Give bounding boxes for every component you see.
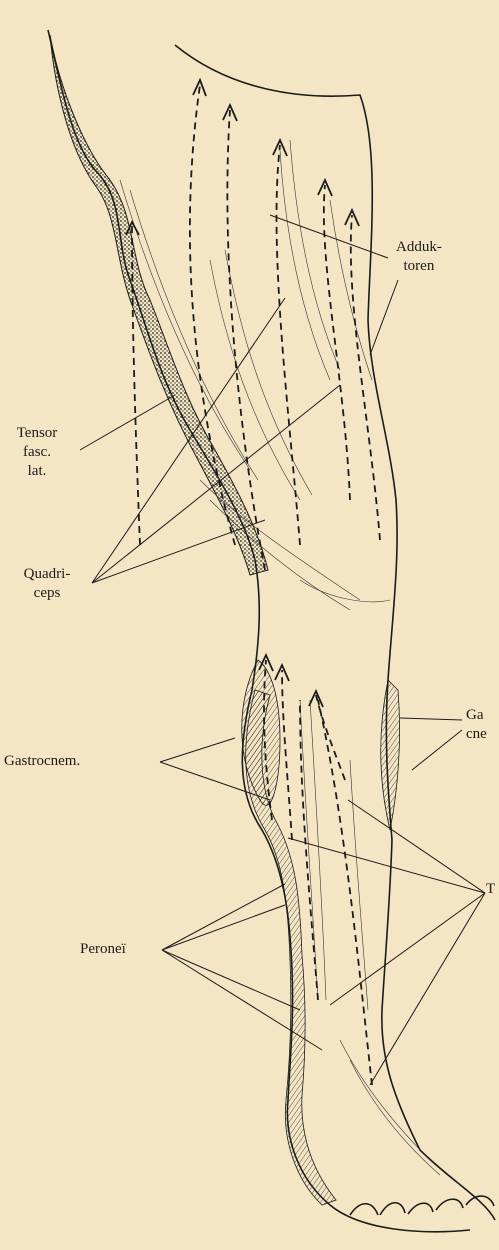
label-tibialis-right: T — [486, 880, 495, 899]
label-tensor-fasc-lat: Tensor fasc. lat. — [4, 424, 70, 481]
label-peronei: Peroneï — [80, 940, 126, 959]
label-gastrocnem-right: Ga cne — [466, 706, 487, 744]
label-adduktoren: Adduk- toren — [396, 238, 442, 276]
medial-calf-shading — [381, 680, 400, 830]
label-gastrocnem-left: Gastrocnem. — [4, 752, 80, 771]
direction-arrows — [132, 85, 380, 1085]
label-quadriceps: Quadri- ceps — [4, 565, 90, 603]
leader-lines — [80, 215, 485, 1085]
arrow-heads — [126, 80, 359, 707]
leg-striations — [300, 700, 440, 1175]
